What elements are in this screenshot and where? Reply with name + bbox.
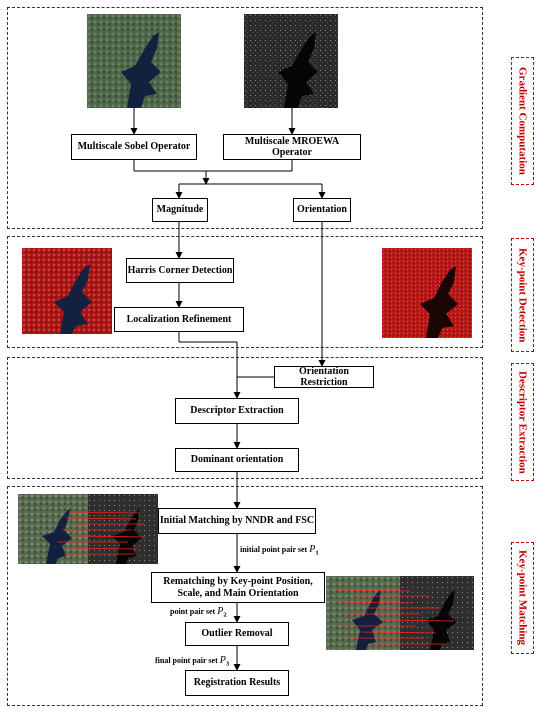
dominant-orientation-box: Dominant orientation [175,448,299,472]
initial-matching-box: Initial Matching by NNDR and FSC [158,508,316,534]
section-gradient-frame [7,7,483,229]
section-matching-frame [7,486,483,706]
optical-image [87,14,181,108]
rematching-image [326,576,474,650]
section-keypoint-frame [7,236,483,348]
harris-corner-detection-box: Harris Corner Detection [126,258,234,283]
keypoint-image-optical [22,248,112,334]
sobel-operator-box: Multiscale Sobel Operator [71,134,197,160]
p2-label: point pair set P2 [170,606,227,619]
p1-label: initial point pair set P1 [240,544,319,557]
rematching-box: Rematching by Key-point Position, Scale,… [151,572,325,603]
p3-label: final point pair set P3 [155,655,230,668]
section-label-gradient: Gradient Computation [511,57,534,185]
keypoint-image-sar [382,248,472,338]
initial-matching-image [18,494,158,564]
section-label-descriptor: Descriptor Extraction [511,363,534,481]
section-label-matching: Key-point Matching [511,542,534,654]
section-label-keypoint-detection: Key-point Detection [511,238,534,352]
orientation-box: Orientation [293,198,351,222]
section-descriptor-frame [7,357,483,479]
registration-results-box: Registration Results [185,670,289,696]
mroewa-operator-box: Multiscale MROEWA Operator [223,134,361,160]
orientation-restriction-box: Orientation Restriction [274,366,374,388]
localization-refinement-box: Localization Refinement [114,307,244,332]
magnitude-box: Magnitude [152,198,208,222]
descriptor-extraction-box: Descriptor Extraction [175,398,299,424]
sar-image [244,14,338,108]
outlier-removal-box: Outlier Removal [185,622,289,646]
